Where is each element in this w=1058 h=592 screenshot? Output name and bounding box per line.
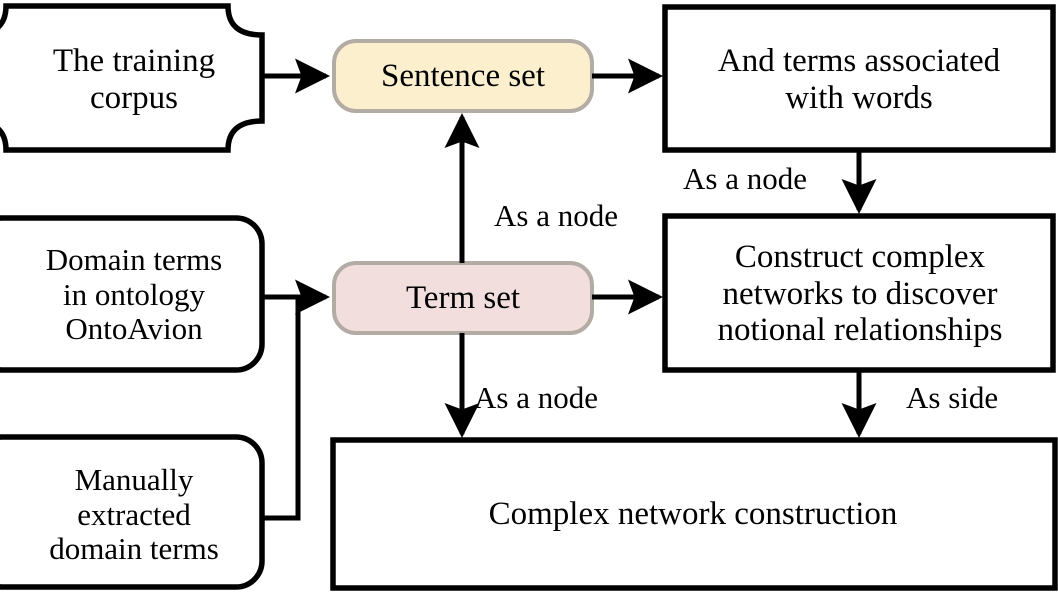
- node-domain-terms[interactable]: [0, 215, 265, 373]
- node-complex-network-construction[interactable]: [330, 437, 1058, 591]
- edge-manualterms-out: [262, 297, 301, 521]
- node-term-set[interactable]: [332, 261, 594, 335]
- node-sentence-set[interactable]: [332, 39, 594, 113]
- node-terms-associated[interactable]: [662, 4, 1056, 153]
- node-training-corpus[interactable]: [0, 3, 265, 153]
- node-manual-terms[interactable]: [0, 434, 265, 590]
- node-construct-networks[interactable]: [662, 213, 1056, 373]
